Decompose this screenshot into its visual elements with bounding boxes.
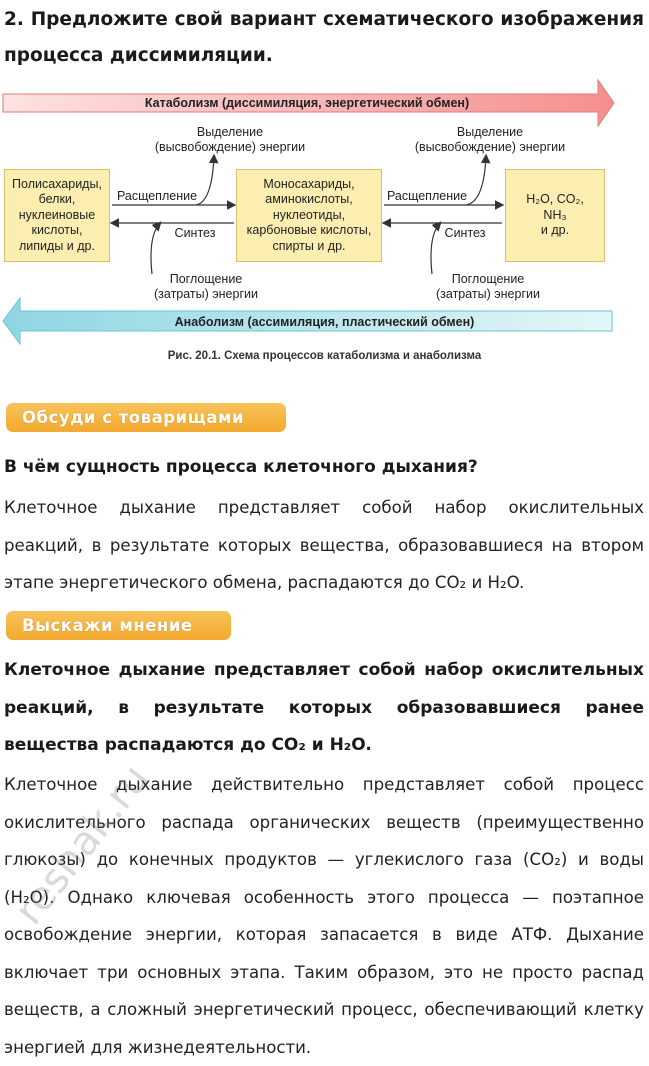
anabolism-arrow [2, 296, 613, 346]
absorb-energy-label-1: Поглощение (затраты) энергии [154, 272, 258, 301]
absorb-curve-2 [430, 221, 442, 275]
catabolism-arrow [2, 78, 615, 128]
splitting-label-2: Расщепление [386, 189, 468, 203]
splitting-label-1: Расщепление [116, 189, 198, 203]
anabolism-banner-label: Анаболизм (ассимиляция, пластический обм… [174, 315, 475, 329]
end-products-line2: NH₃ [543, 207, 567, 222]
absorb-energy-label-2: Поглощение (затраты) энергии [436, 272, 540, 301]
release-energy-label-2: Выделение (высвобождение) энергии [414, 125, 566, 154]
figure-arrows [2, 78, 615, 346]
question-title: 2. Предложите свой вариант схематическог… [4, 9, 644, 66]
end-products-line3: и др. [540, 223, 570, 238]
release-energy-label-1: Выделение (высвобождение) энергии [154, 125, 306, 154]
box-monomers: Моносахариды, аминокислоты, нуклеотиды, … [236, 169, 382, 262]
discuss-question: В чём сущность процесса клеточного дыхан… [4, 457, 478, 477]
synthesis-label-2: Синтез [444, 226, 486, 240]
metabolism-figure: Катаболизм (диссимиляция, энергетический… [0, 76, 649, 376]
end-products-line1: H₂O, CO₂, [526, 192, 584, 207]
release-curve-2 [465, 153, 491, 206]
discuss-badge: Обсуди с товарищами [6, 403, 286, 432]
opinion-statement: Клеточное дыхание представляет собой наб… [4, 660, 644, 755]
synthesis-label-1: Синтез [174, 226, 216, 240]
discuss-answer: Клеточное дыхание представляет собой наб… [4, 498, 644, 592]
opinion-answer: Клеточное дыхание действительно представ… [4, 775, 644, 1057]
release-curve-1 [195, 153, 219, 206]
box-end-products: H₂O, CO₂, NH₃ и др. [505, 169, 605, 262]
figure-caption: Рис. 20.1. Схема процессов катаболизма и… [167, 350, 482, 362]
absorb-curve-1 [150, 221, 162, 275]
box-polymers: Полисахариды, белки, нуклеиновые кислоты… [4, 169, 110, 262]
opinion-badge: Выскажи мнение [6, 611, 231, 640]
catabolism-banner-label: Катаболизм (диссимиляция, энергетический… [144, 96, 470, 110]
